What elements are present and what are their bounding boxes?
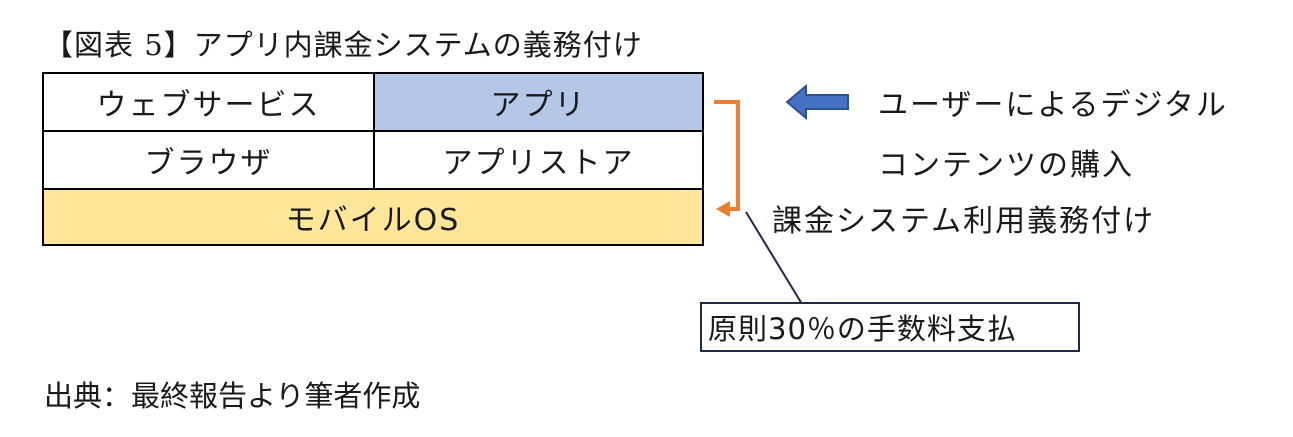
layer-stack: ウェブサービス アプリ ブラウザ アプリストア モバイルOS <box>42 72 704 246</box>
fee-callout-text: 原則30％の手数料支払 <box>708 312 1017 346</box>
purchase-label-line1: ユーザーによるデジタル <box>878 88 1228 123</box>
fee-callout: 原則30％の手数料支払 <box>700 302 1080 352</box>
app-store-cell: アプリストア <box>375 132 702 190</box>
browser-cell: ブラウザ <box>44 132 375 190</box>
purchase-label-line2: コンテンツの購入 <box>878 148 1134 183</box>
bracket-arrowhead <box>716 201 730 217</box>
left-arrow-icon <box>785 83 849 121</box>
app-cell: アプリ <box>375 74 702 132</box>
obligation-label: 課金システム利用義務付け <box>772 204 1156 239</box>
mobile-os-cell: モバイルOS <box>44 190 702 244</box>
figure-title: 【図表 5】アプリ内課金システムの義務付け <box>44 28 643 62</box>
source-note: 出典：最終報告より筆者作成 <box>44 379 421 413</box>
bracket-arrow-icon <box>714 100 740 217</box>
bracket-line <box>714 100 740 211</box>
web-service-cell: ウェブサービス <box>44 74 375 132</box>
